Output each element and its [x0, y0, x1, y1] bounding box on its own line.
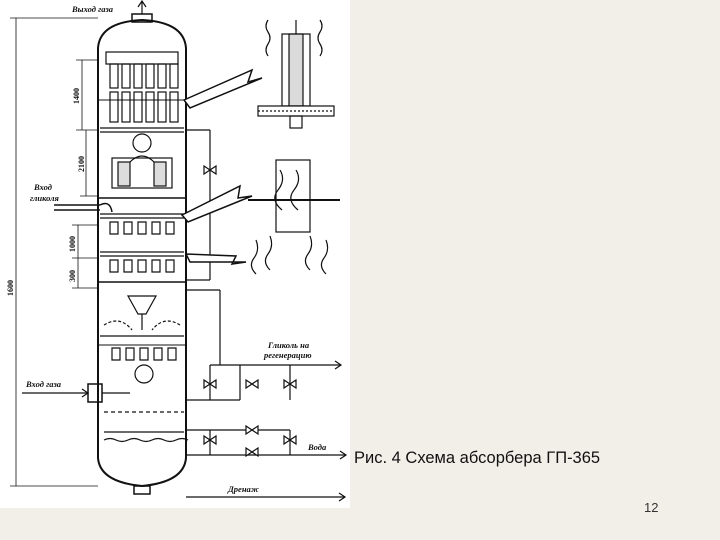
label-water: Вода	[307, 442, 327, 452]
label-glycol-regen-2: регенерацию	[263, 350, 312, 360]
absorber-diagram: Выход газа Вход гликоля Гликоль на реген…	[0, 0, 350, 508]
detail-cartridge	[257, 19, 335, 129]
absorber-vessel	[97, 18, 187, 488]
label-gas-outlet: Выход газа	[71, 4, 114, 14]
label-glycol-inlet-1: Вход	[33, 182, 53, 192]
label-drain: Дренаж	[227, 484, 259, 494]
dimension-lines	[10, 17, 98, 487]
gas-inlet-line	[22, 388, 90, 398]
dimension-lower: 300	[68, 270, 77, 282]
mid-separator	[111, 133, 173, 189]
detail-bubble-cap	[248, 159, 340, 275]
contact-section	[100, 295, 184, 361]
upper-trays	[100, 213, 184, 273]
label-glycol-inlet-2: гликоля	[30, 193, 59, 203]
valve-icons	[203, 164, 297, 458]
drain-nozzle	[133, 485, 151, 495]
separation-cartridges	[100, 51, 184, 133]
dimension-top: 1400	[72, 88, 81, 104]
callout-arrows	[180, 68, 263, 265]
gas-inlet-distributor	[87, 364, 189, 443]
glycol-inlet-pipe	[54, 202, 113, 213]
dimension-total: 1600	[6, 280, 15, 296]
dimension-middle: 1000	[68, 236, 77, 252]
figure-caption: Рис. 4 Схема абсорбера ГП-365	[354, 449, 601, 467]
page-number: 12	[644, 500, 659, 515]
dimension-upper-middle: 2100	[77, 156, 86, 172]
label-gas-inlet: Вход газа	[25, 379, 62, 389]
gas-outlet-nozzle	[131, 0, 153, 23]
label-glycol-regen-1: Гликоль на	[267, 340, 310, 350]
